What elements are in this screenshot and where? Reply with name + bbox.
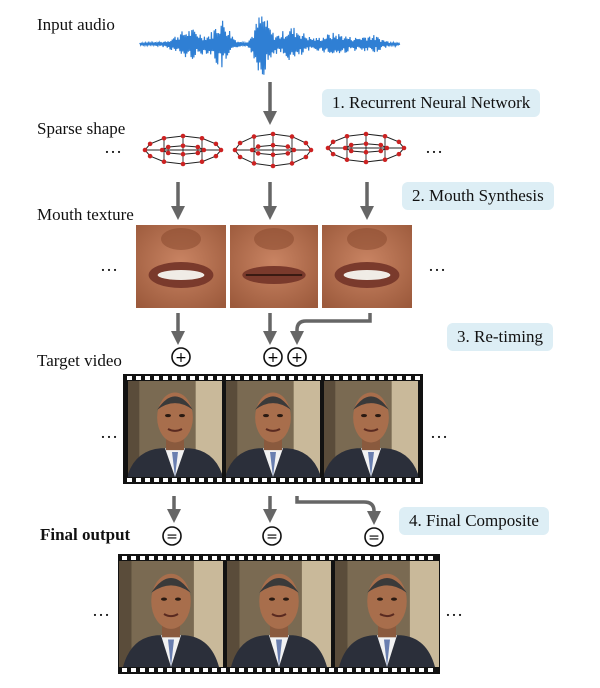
ellipsis-texture-right: … [428, 255, 448, 275]
lip-landmark-shape [325, 131, 407, 165]
equals-operator: = [364, 527, 384, 547]
plus-operator: + [171, 347, 191, 367]
mouth-texture-image [322, 225, 412, 308]
step-final-composite: 4. Final Composite [399, 507, 549, 535]
sparse-landmark-shapes [142, 131, 407, 169]
final-output-filmstrip [118, 554, 440, 674]
mouth-texture-label: Mouth texture [37, 205, 134, 224]
equals-operator: = [262, 526, 282, 546]
video-frame [335, 561, 439, 667]
plus-operator: + [287, 347, 307, 367]
input-audio-label: Input audio [37, 15, 115, 34]
step-rnn: 1. Recurrent Neural Network [322, 89, 541, 117]
ellipsis-texture-left: … [100, 255, 120, 275]
equals-operator: = [162, 526, 182, 546]
video-frame [324, 381, 418, 477]
mouth-texture-image [136, 225, 226, 308]
film-sprockets [118, 554, 440, 674]
ellipsis-video-right: … [430, 422, 450, 442]
ellipsis-shape-right: … [425, 137, 445, 157]
operator-symbols: + + + = = = [162, 347, 384, 547]
svg-text:=: = [166, 529, 178, 545]
svg-text:+: + [291, 350, 303, 366]
svg-text:+: + [267, 350, 279, 366]
mouth-texture-image [230, 225, 318, 308]
lip-landmark-shape [232, 131, 314, 169]
target-video-filmstrip [123, 374, 423, 484]
flow-arrows [167, 82, 381, 525]
video-frame [227, 561, 331, 667]
audio-waveform [139, 16, 401, 75]
svg-text:=: = [368, 530, 380, 546]
step-mouth-synthesis: 2. Mouth Synthesis [402, 182, 554, 210]
arrow-retiming [290, 313, 372, 345]
sparse-shape-label: Sparse shape [37, 119, 126, 138]
svg-text:+: + [175, 350, 187, 366]
video-frame [119, 561, 223, 667]
ellipsis-output-right: … [445, 600, 465, 620]
video-frame [226, 381, 320, 477]
ellipsis-shape-left: … [104, 137, 124, 157]
film-sprockets [123, 374, 423, 484]
video-frame [128, 381, 222, 477]
ellipsis-video-left: … [100, 422, 120, 442]
step-retiming: 3. Re-timing [447, 323, 553, 351]
plus-operator: + [263, 347, 283, 367]
final-output-label: Final output [40, 525, 131, 544]
svg-text:=: = [266, 529, 278, 545]
arrow-composite [295, 496, 381, 525]
target-video-label: Target video [37, 351, 122, 370]
lip-landmark-shape [142, 133, 224, 167]
ellipsis-output-left: … [92, 600, 112, 620]
